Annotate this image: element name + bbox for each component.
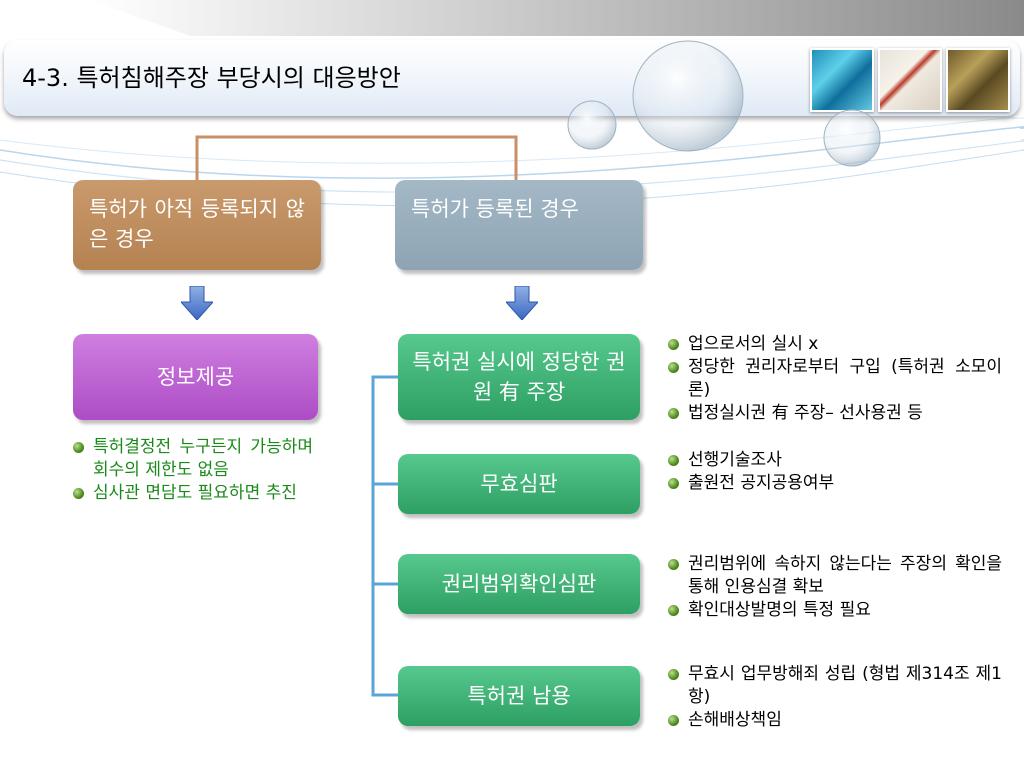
down-arrow-icon [181,286,213,320]
box-patent-abuse: 특허권 남용 [398,666,640,726]
box-information-provision: 정보제공 [73,334,318,420]
scope-confirmation-bullets: 권리범위에 속하지 않는다는 주장의 확인을 통해 인용심결 확보 확인대상발명… [668,553,1002,622]
legitimate-right-bullets: 업으로서의 실시 x 정당한 권리자로부터 구입 (특허권 소모이론) 법정실시… [668,333,1002,425]
thumbnail-grass-image [946,48,1010,112]
list-item: 확인대상발명의 특정 필요 [668,599,1002,622]
box-patent-abuse-label: 특허권 남용 [467,684,571,708]
list-item: 손해배상책임 [668,709,1002,732]
list-item: 출원전 공지공용여부 [668,472,1002,495]
list-item: 선행기술조사 [668,449,1002,472]
list-item: 업으로서의 실시 x [668,333,1002,356]
box-legitimate-right-claim-label: 특허권 실시에 정당한 권원 有 주장 [412,350,626,404]
box-not-registered-label: 특허가 아직 등록되지 않은 경우 [89,197,305,251]
invalidation-trial-bullets: 선행기술조사 출원전 공지공용여부 [668,449,1002,495]
thumbnail-fabric-image [810,48,874,112]
list-item: 법정실시권 有 주장– 선사용권 등 [668,402,1002,425]
box-registered: 특허가 등록된 경우 [395,180,643,270]
list-item: 정당한 권리자로부터 구입 (특허권 소모이론) [668,356,1002,402]
list-item: 권리범위에 속하지 않는다는 주장의 확인을 통해 인용심결 확보 [668,553,1002,599]
patent-abuse-bullets: 무효시 업무방해죄 성립 (형법 제314조 제1항) 손해배상책임 [668,663,1002,732]
thumbnail-document-seal-image [878,48,942,112]
list-item: 무효시 업무방해죄 성립 (형법 제314조 제1항) [668,663,1002,709]
info-provision-bullets: 특허결정전 누구든지 가능하며 회수의 제한도 없음 심사관 면담도 필요하면 … [73,436,313,505]
box-legitimate-right-claim: 특허권 실시에 정당한 권원 有 주장 [398,334,640,420]
box-registered-label: 특허가 등록된 경우 [411,197,579,221]
box-not-registered: 특허가 아직 등록되지 않은 경우 [73,180,321,270]
down-arrow-icon [506,286,538,320]
box-scope-confirmation-trial-label: 권리범위확인심판 [441,572,597,596]
box-invalidation-trial-label: 무효심판 [480,472,558,496]
list-item: 특허결정전 누구든지 가능하며 회수의 제한도 없음 [73,436,313,482]
box-scope-confirmation-trial: 권리범위확인심판 [398,554,640,614]
box-information-provision-label: 정보제공 [156,365,235,389]
page-title: 4-3. 특허침해주장 부당시의 대응방안 [22,64,401,92]
box-invalidation-trial: 무효심판 [398,454,640,514]
list-item: 심사관 면담도 필요하면 추진 [73,482,313,505]
